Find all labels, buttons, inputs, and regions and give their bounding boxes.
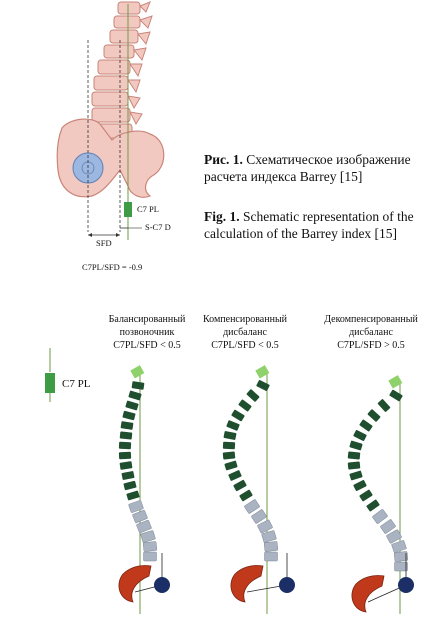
spine-1-thoracic-vertebra (118, 441, 132, 450)
spine-3-thoracic-vertebra (347, 461, 361, 470)
spine-2-cervical-vertebra (255, 365, 270, 379)
spine-1-lumbar-vertebra (128, 500, 144, 513)
spine-1-thoracic-vertebra (119, 431, 133, 440)
spine-3-lumbar-vertebra (393, 551, 409, 562)
spine-3-thoracic-vertebra (366, 499, 380, 512)
column-3-title-line2: дисбаланс (349, 327, 393, 338)
spine-1-lumbar-vertebra (143, 551, 157, 562)
spine-3-lumbar-vertebra (391, 540, 407, 553)
spine-3-thoracic-vertebra (367, 409, 381, 422)
legend-c7pl-marker (45, 373, 55, 393)
spine-2-thoracic-vertebra (226, 420, 240, 431)
column-2-condition: C7PL/SFD < 0.5 (211, 340, 279, 351)
caption-en-text: Schematic representation of the calculat… (204, 209, 414, 241)
spine-1-thoracic-vertebra (126, 490, 140, 501)
fig1-c7pl-label: C7 PL (137, 204, 159, 214)
spine-2-hip-joint (279, 577, 295, 593)
spine-2-thoracic-vertebra (239, 489, 253, 502)
spine-2-thoracic-vertebra (238, 399, 252, 412)
legend-c7pl-label: C7 PL (62, 378, 91, 390)
spine-1-thoracic-vertebra (131, 381, 145, 390)
spine-3-thoracic-vertebra (349, 470, 363, 481)
column-1-title-line2: позвоночник (119, 327, 175, 338)
spine-2-thoracic-vertebra (223, 431, 237, 440)
fig1-s-c7d-label: S-C7 D (145, 222, 171, 232)
column-1-title-line1: Балансированный (108, 314, 186, 325)
spine-1-thoracic-vertebra (122, 410, 136, 421)
spine-2-thoracic-vertebra (233, 479, 247, 492)
caption-ru-prefix: Рис. 1. (204, 152, 243, 167)
spine-1-lumbar-vertebra (132, 509, 148, 524)
column-3-header: Декомпенсированный дисбаланс C7PL/SFD > … (306, 313, 436, 352)
column-2-title-line2: дисбаланс (223, 327, 267, 338)
spine-2-thoracic-vertebra (246, 389, 260, 402)
spine-1-hip-joint (154, 577, 170, 593)
spine-1-thoracic-vertebra (121, 471, 135, 480)
column-3-condition: C7PL/SFD > 0.5 (337, 340, 405, 351)
fig1-sfd-label: SFD (96, 238, 112, 248)
spine-2-lumbar-vertebra (257, 519, 273, 534)
spine-2-lumbar-vertebra (264, 551, 278, 562)
spine-2-thoracic-vertebra (256, 380, 270, 391)
spine-2-lumbar-vertebra (261, 530, 277, 543)
caption-russian: Рис. 1. Схематическое изображение расчет… (204, 151, 432, 185)
fig1-ratio-label: C7PL/SFD = -0.9 (82, 262, 143, 272)
spine-1-cervical-vertebra (130, 365, 145, 379)
spine-1-thoracic-vertebra (125, 400, 139, 411)
column-2-header: Компенсированный дисбаланс C7PL/SFD < 0.… (170, 313, 320, 352)
caption-ru-text: Схематическое изображение расчета индекс… (204, 152, 411, 184)
spine-2-thoracic-vertebra (228, 470, 242, 481)
spine-2-pelvis (230, 565, 264, 603)
column-3-title-line1: Декомпенсированный (324, 314, 418, 325)
caption-en-prefix: Fig. 1. (204, 209, 240, 224)
spine-1-lumbar-vertebra (140, 530, 156, 543)
spine-3-lumbar-vertebra (394, 561, 408, 572)
spine-3-thoracic-vertebra (359, 489, 373, 502)
caption-english: Fig. 1. Schematic representation of the … (204, 208, 436, 242)
spine-3-lumbar-vertebra (372, 509, 388, 524)
spine-1-thoracic-vertebra (118, 451, 132, 460)
column-2-title-line1: Компенсированный (202, 314, 288, 325)
spine-3-lumbar-vertebra (386, 529, 402, 544)
spine-3-thoracic-vertebra (347, 451, 361, 460)
column-1-header: Балансированный позвоночник C7PL/SFD < 0… (62, 313, 232, 352)
spine-3-thoracic-vertebra (353, 430, 367, 441)
spine-1-thoracic-vertebra (119, 461, 133, 470)
spine-3-pelvis (351, 575, 385, 613)
spine-3-thoracic-vertebra (349, 440, 363, 451)
spine-1-thoracic-vertebra (128, 390, 142, 401)
spine-2-thoracic-vertebra (231, 409, 245, 422)
spine-2-lumbar-vertebra (244, 499, 260, 514)
spine-3-lumbar-vertebra (380, 519, 396, 534)
spine-3-cervical-vertebra (388, 375, 403, 389)
spine-2-thoracic-vertebra (222, 451, 236, 460)
spine-2-lumbar-vertebra (251, 509, 267, 524)
spine-3-hip-joint (398, 577, 414, 593)
spine-3-thoracic-vertebra (359, 419, 373, 432)
fig1-c7pl-marker (124, 202, 132, 217)
fig1-spine (91, 1, 153, 139)
spine-1-lumbar-vertebra (142, 541, 158, 552)
spine-2-thoracic-vertebra (224, 460, 238, 471)
spine-1-pelvis (118, 565, 152, 603)
spine-2-thoracic-vertebra (222, 441, 236, 450)
spine-1-lumbar-vertebra (136, 519, 152, 534)
column-1-condition: C7PL/SFD < 0.5 (113, 340, 181, 351)
spine-3-thoracic-vertebra (377, 399, 391, 412)
spine-3-thoracic-vertebra (353, 480, 367, 491)
spine-2-lumbar-vertebra (263, 541, 279, 552)
spine-1-thoracic-vertebra (123, 480, 137, 491)
spine-3-thoracic-vertebra (389, 389, 403, 402)
spine-1-thoracic-vertebra (120, 421, 134, 430)
